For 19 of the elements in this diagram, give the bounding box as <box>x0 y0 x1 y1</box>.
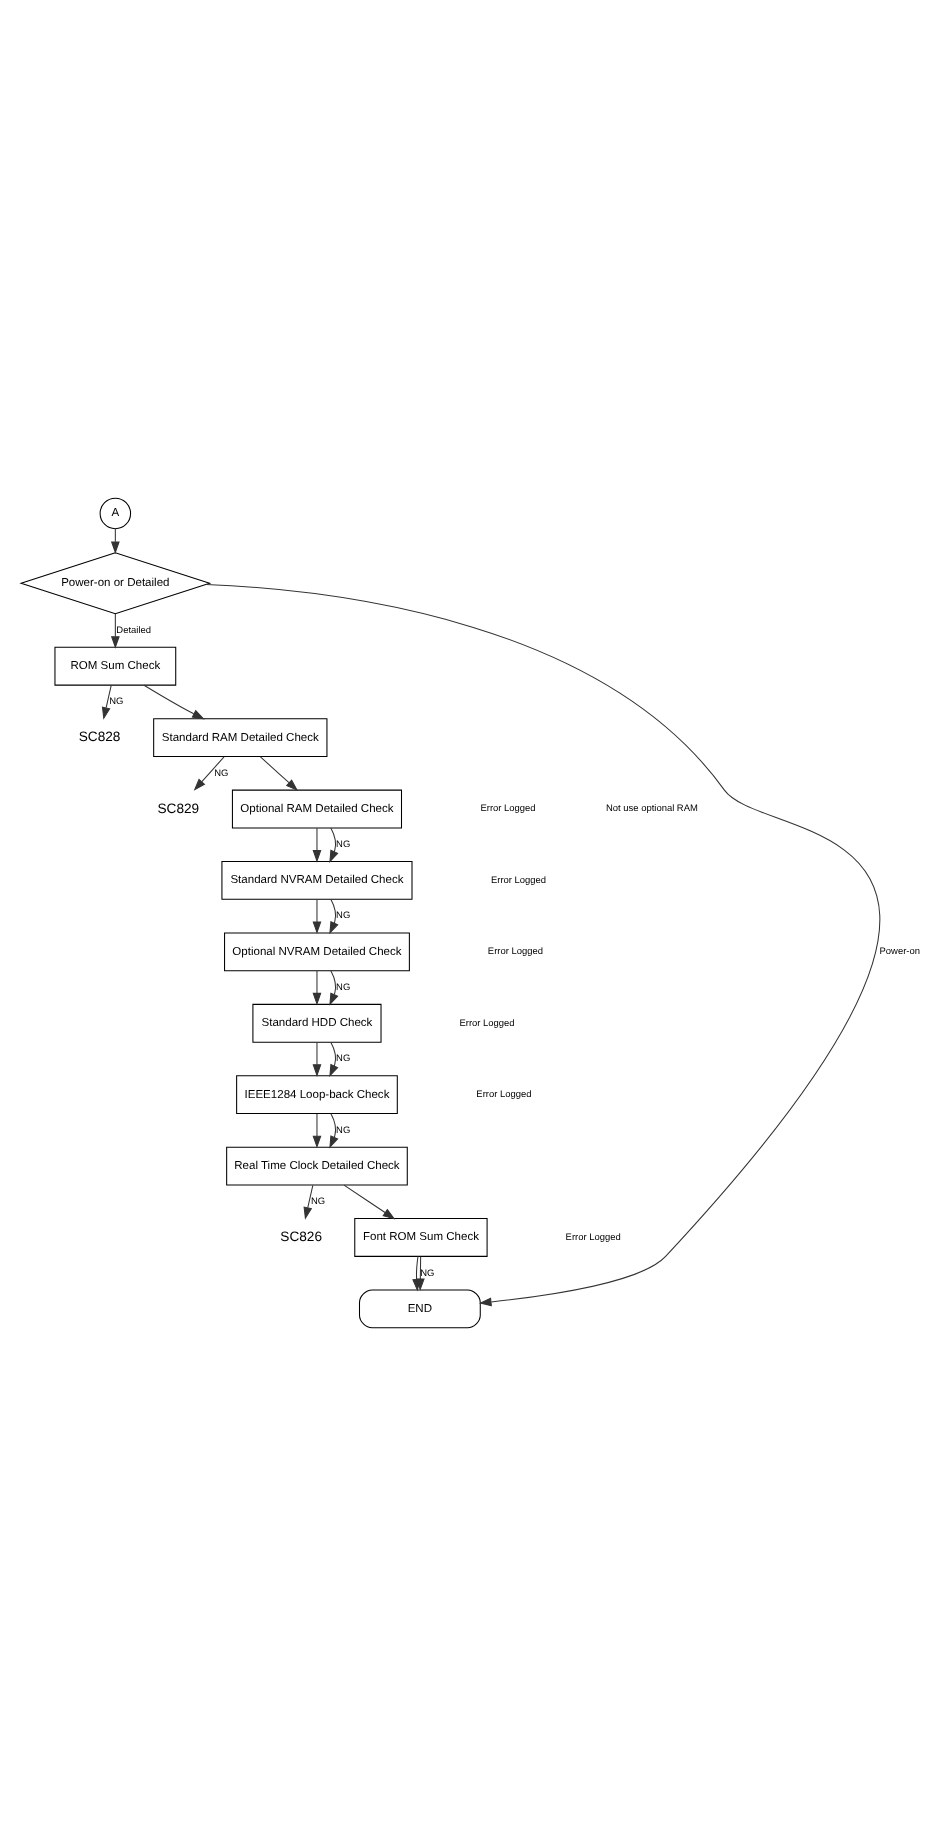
arrow <box>303 1184 314 1220</box>
arrow <box>343 1184 396 1220</box>
arrow <box>110 613 120 649</box>
arrow <box>329 1113 339 1149</box>
arrow <box>312 970 322 1006</box>
arrow <box>312 1042 322 1077</box>
arrow <box>143 684 205 720</box>
arrow <box>329 970 339 1006</box>
arrow <box>101 684 112 720</box>
arrow <box>312 1113 322 1149</box>
arrow <box>259 756 299 791</box>
arrow <box>312 899 322 935</box>
arrow <box>415 1256 425 1292</box>
arrow <box>193 756 225 791</box>
arrow <box>329 1041 339 1078</box>
arrow <box>312 827 322 863</box>
arrow <box>329 898 339 935</box>
arrow <box>205 583 880 1307</box>
arrow <box>329 827 339 863</box>
